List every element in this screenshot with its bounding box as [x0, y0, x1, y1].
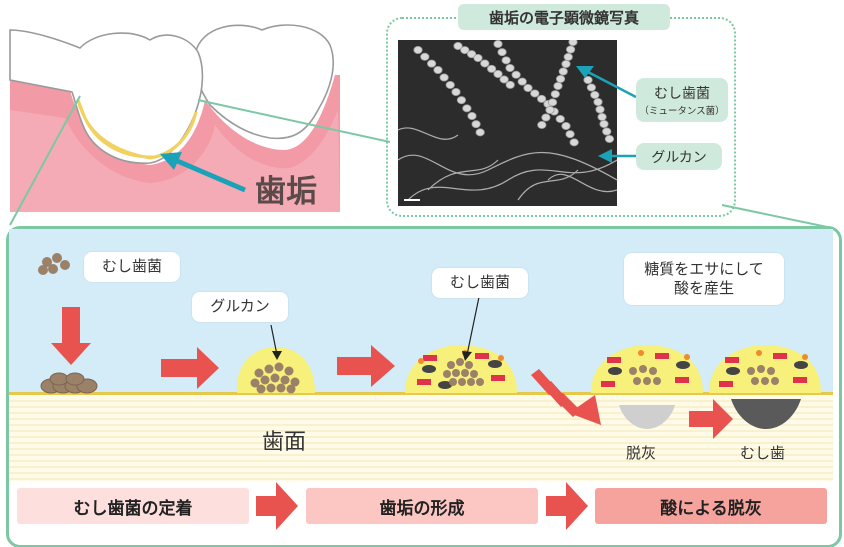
plaque-label: 歯垢 — [255, 174, 317, 210]
back-tooth — [193, 24, 334, 140]
tooth-illustration: 歯垢 — [9, 24, 340, 212]
glucan-label: グルカン — [192, 292, 288, 322]
acid-label-line2: 酸を産生 — [673, 279, 734, 297]
micrograph-title: 歯垢の電子顕微鏡写真 — [458, 4, 670, 30]
arrow-diagonal — [531, 369, 601, 425]
demineralization-label: 脱灰 — [626, 444, 657, 462]
glucan-tag: グルカン — [636, 143, 722, 170]
front-tooth — [9, 29, 204, 164]
stage-attachment: むし歯菌の定着 — [17, 488, 249, 524]
bacteria-tag-sub: （ミュータンス菌） — [639, 106, 725, 117]
tooth-surface-label: 歯面 — [262, 430, 307, 455]
glucan-ball — [236, 347, 315, 394]
bacteria-label: むし歯菌 — [84, 252, 180, 282]
attached-bacteria — [40, 372, 98, 394]
stage-acid-demineralization: 酸による脱灰 — [595, 488, 827, 524]
plaque-ball-3 — [709, 345, 821, 429]
bacteria-dots — [38, 253, 70, 275]
acid-label-line1: 糖質をエサにして — [644, 259, 764, 278]
arrow-right-2 — [337, 345, 395, 387]
arrow-right-1 — [161, 347, 219, 389]
plaque-deposit — [76, 99, 198, 160]
cavity-label: むし歯 — [740, 444, 786, 462]
electron-micrograph — [398, 40, 617, 206]
bacteria-tag-main: むし歯菌 — [654, 86, 710, 102]
stage-arrow-2 — [546, 482, 588, 530]
process-scene — [9, 229, 833, 481]
glucan-tag-label: グルカン — [651, 149, 707, 166]
bacteria-tag: むし歯菌 （ミュータンス菌） — [636, 78, 728, 122]
acid-label: 糖質をエサにして 酸を産生 — [624, 253, 784, 305]
stage-plaque-formation: 歯垢の形成 — [306, 488, 538, 524]
bacteria-label-2: むし歯菌 — [432, 268, 528, 298]
stage-arrow-1 — [256, 482, 298, 530]
plaque-ball-2 — [591, 345, 703, 429]
plaque-ball-1 — [405, 345, 517, 393]
arrow-down — [51, 307, 91, 365]
arrow-right-3 — [689, 399, 733, 439]
